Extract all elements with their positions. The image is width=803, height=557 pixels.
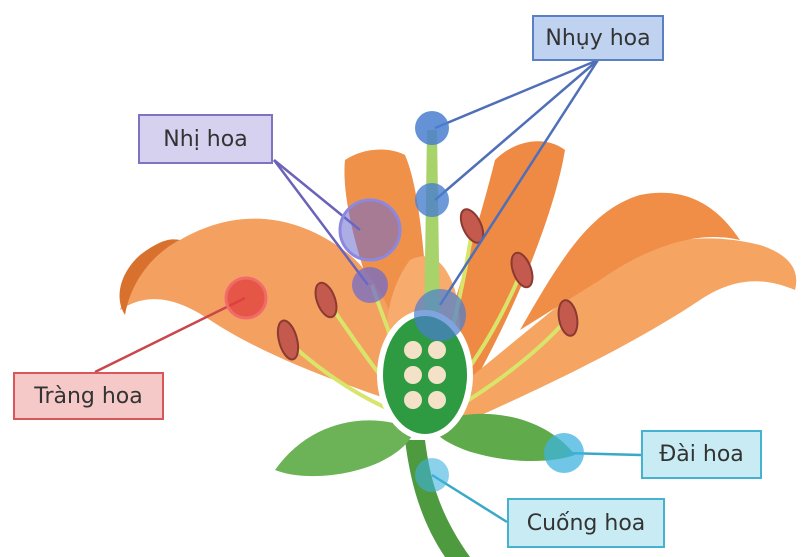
nhi-marker-filament	[352, 267, 388, 303]
cuong-marker	[415, 458, 449, 492]
nhuy-marker-style	[415, 183, 449, 217]
nhi-marker-anther	[340, 200, 400, 260]
sepal-left	[275, 420, 415, 476]
corolla-label: Tràng hoa	[13, 372, 164, 420]
dai-marker	[544, 433, 584, 473]
nhuy-marker-ovary	[414, 289, 466, 341]
calyx-label: Đài hoa	[641, 430, 762, 479]
pistil-label: Nhụy hoa	[532, 15, 664, 61]
stamen-label: Nhị hoa	[138, 114, 273, 164]
nhuy-marker-stigma	[415, 111, 449, 145]
pedicel-label: Cuống hoa	[507, 498, 665, 548]
stem	[405, 440, 470, 557]
trang-marker	[226, 278, 266, 318]
